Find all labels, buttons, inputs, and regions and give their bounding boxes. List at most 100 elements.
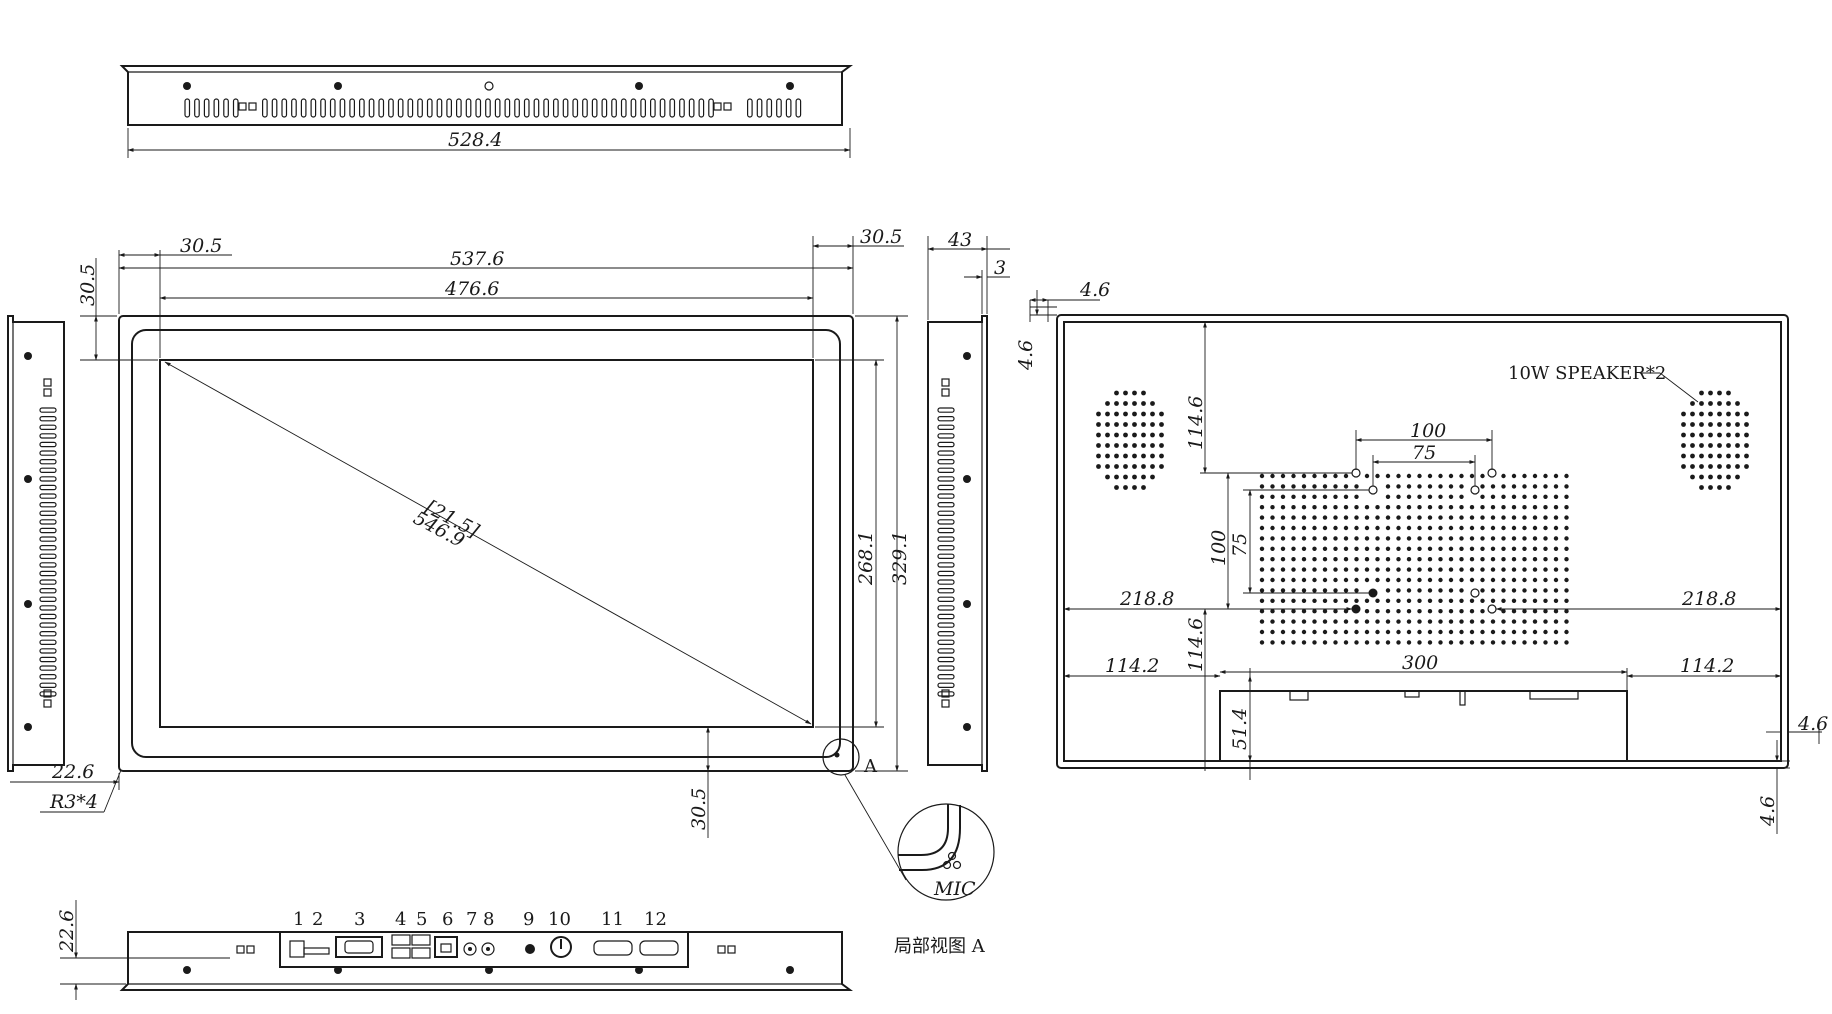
vent-hole <box>1480 609 1485 614</box>
vent-hole <box>1480 588 1485 593</box>
vent-hole <box>1564 609 1569 614</box>
rear-bottom-edge-label: 4.6 <box>1757 796 1779 827</box>
vent-hole <box>1438 525 1443 531</box>
speaker-hole <box>1699 390 1704 396</box>
vent-slot <box>937 613 955 620</box>
speaker-hole <box>1681 453 1686 459</box>
speaker-hole <box>1150 474 1155 480</box>
vent-hole <box>1259 525 1265 531</box>
speaker-hole <box>1141 485 1146 490</box>
vent-hole <box>1543 515 1548 520</box>
vent-hole <box>1354 536 1359 541</box>
vent-hole <box>1364 525 1370 531</box>
vent-hole <box>1406 588 1412 593</box>
vent-hole <box>1564 484 1569 489</box>
vent-hole <box>1270 609 1275 614</box>
speaker-hole <box>1708 432 1713 438</box>
speaker-hole <box>1123 401 1128 406</box>
vent-hole <box>1280 525 1286 531</box>
speaker-hole <box>1132 443 1137 448</box>
vent-slot <box>937 433 955 439</box>
vent-hole <box>1522 546 1527 551</box>
frame-height-label: 329.1 <box>889 531 911 585</box>
vent-hole <box>1385 557 1391 562</box>
vent-hole <box>1343 567 1349 572</box>
speaker-hole <box>1123 422 1128 427</box>
speaker-hole <box>1150 453 1155 459</box>
vent-hole <box>1406 629 1412 635</box>
vesa-inner-label: 75 <box>1412 442 1436 464</box>
vent-hole <box>1312 577 1317 583</box>
vent-hole <box>1532 546 1538 551</box>
vent-hole <box>1301 515 1307 520</box>
vent-hole <box>1511 484 1517 489</box>
vent-hole <box>1553 619 1559 624</box>
vent-hole <box>1301 505 1307 510</box>
vent-hole <box>1501 505 1506 510</box>
speaker-hole <box>1096 453 1101 459</box>
vent-hole <box>1312 567 1317 572</box>
vent-slot <box>708 98 714 118</box>
vent-hole <box>1459 484 1464 489</box>
vent-hole <box>1291 494 1296 499</box>
vent-slot <box>504 98 511 118</box>
vent-hole <box>1480 619 1485 624</box>
speaker-hole <box>1132 474 1137 480</box>
vent-hole <box>1564 546 1569 551</box>
vent-hole <box>1291 557 1296 562</box>
vent-hole <box>1522 557 1527 562</box>
vent-hole <box>1333 640 1338 645</box>
vent-hole <box>1354 557 1359 562</box>
vent-hole <box>1375 640 1380 645</box>
vent-hole <box>1259 598 1265 603</box>
vent-hole <box>1522 640 1527 645</box>
vent-hole <box>1501 525 1506 531</box>
vent-slot <box>937 459 955 465</box>
vent-hole <box>1385 525 1391 531</box>
speaker-hole <box>1681 422 1686 427</box>
vent-hole <box>1364 629 1370 635</box>
vent-slot <box>194 98 200 118</box>
vent-hole <box>1385 588 1391 593</box>
vent-hole <box>1385 640 1391 645</box>
screen-height-label: 268.1 <box>855 531 877 586</box>
vent-hole <box>1280 588 1286 593</box>
vent-slot <box>397 98 404 118</box>
vent-hole <box>1354 546 1359 551</box>
vent-hole <box>1301 619 1307 624</box>
vent-hole <box>1280 473 1286 479</box>
vent-hole <box>1522 484 1527 489</box>
vent-slot <box>39 424 57 431</box>
vent-hole <box>1522 629 1527 635</box>
speaker-hole <box>1123 411 1128 417</box>
vent-hole <box>1459 577 1464 583</box>
speaker-hole <box>1717 432 1722 438</box>
port-number-8: 8 <box>483 909 494 930</box>
vent-hole <box>1553 484 1559 489</box>
vent-hole <box>1259 640 1265 645</box>
vent-hole <box>1385 473 1391 479</box>
vent-hole <box>1438 494 1443 499</box>
vent-hole <box>1427 536 1433 541</box>
vent-slot <box>39 553 57 560</box>
vent-hole <box>1480 515 1485 520</box>
speaker-hole <box>1096 411 1101 417</box>
vent-hole <box>1511 536 1517 541</box>
vent-slot <box>39 579 57 585</box>
vent-hole <box>1469 577 1475 583</box>
vent-hole <box>1448 577 1454 583</box>
vent-hole <box>1291 640 1296 645</box>
vent-hole <box>1280 494 1286 499</box>
vent-hole <box>1280 598 1286 603</box>
vent-hole <box>1270 567 1275 572</box>
vent-slot <box>39 433 57 439</box>
vent-hole <box>1385 609 1391 614</box>
vent-square <box>238 102 247 111</box>
speaker-hole <box>1123 432 1128 438</box>
vent-slot <box>937 510 955 517</box>
vent-hole <box>1438 640 1443 645</box>
vent-hole <box>1291 484 1296 489</box>
vent-hole <box>1438 484 1443 489</box>
vent-slot <box>523 98 530 118</box>
vent-hole <box>1543 629 1548 635</box>
